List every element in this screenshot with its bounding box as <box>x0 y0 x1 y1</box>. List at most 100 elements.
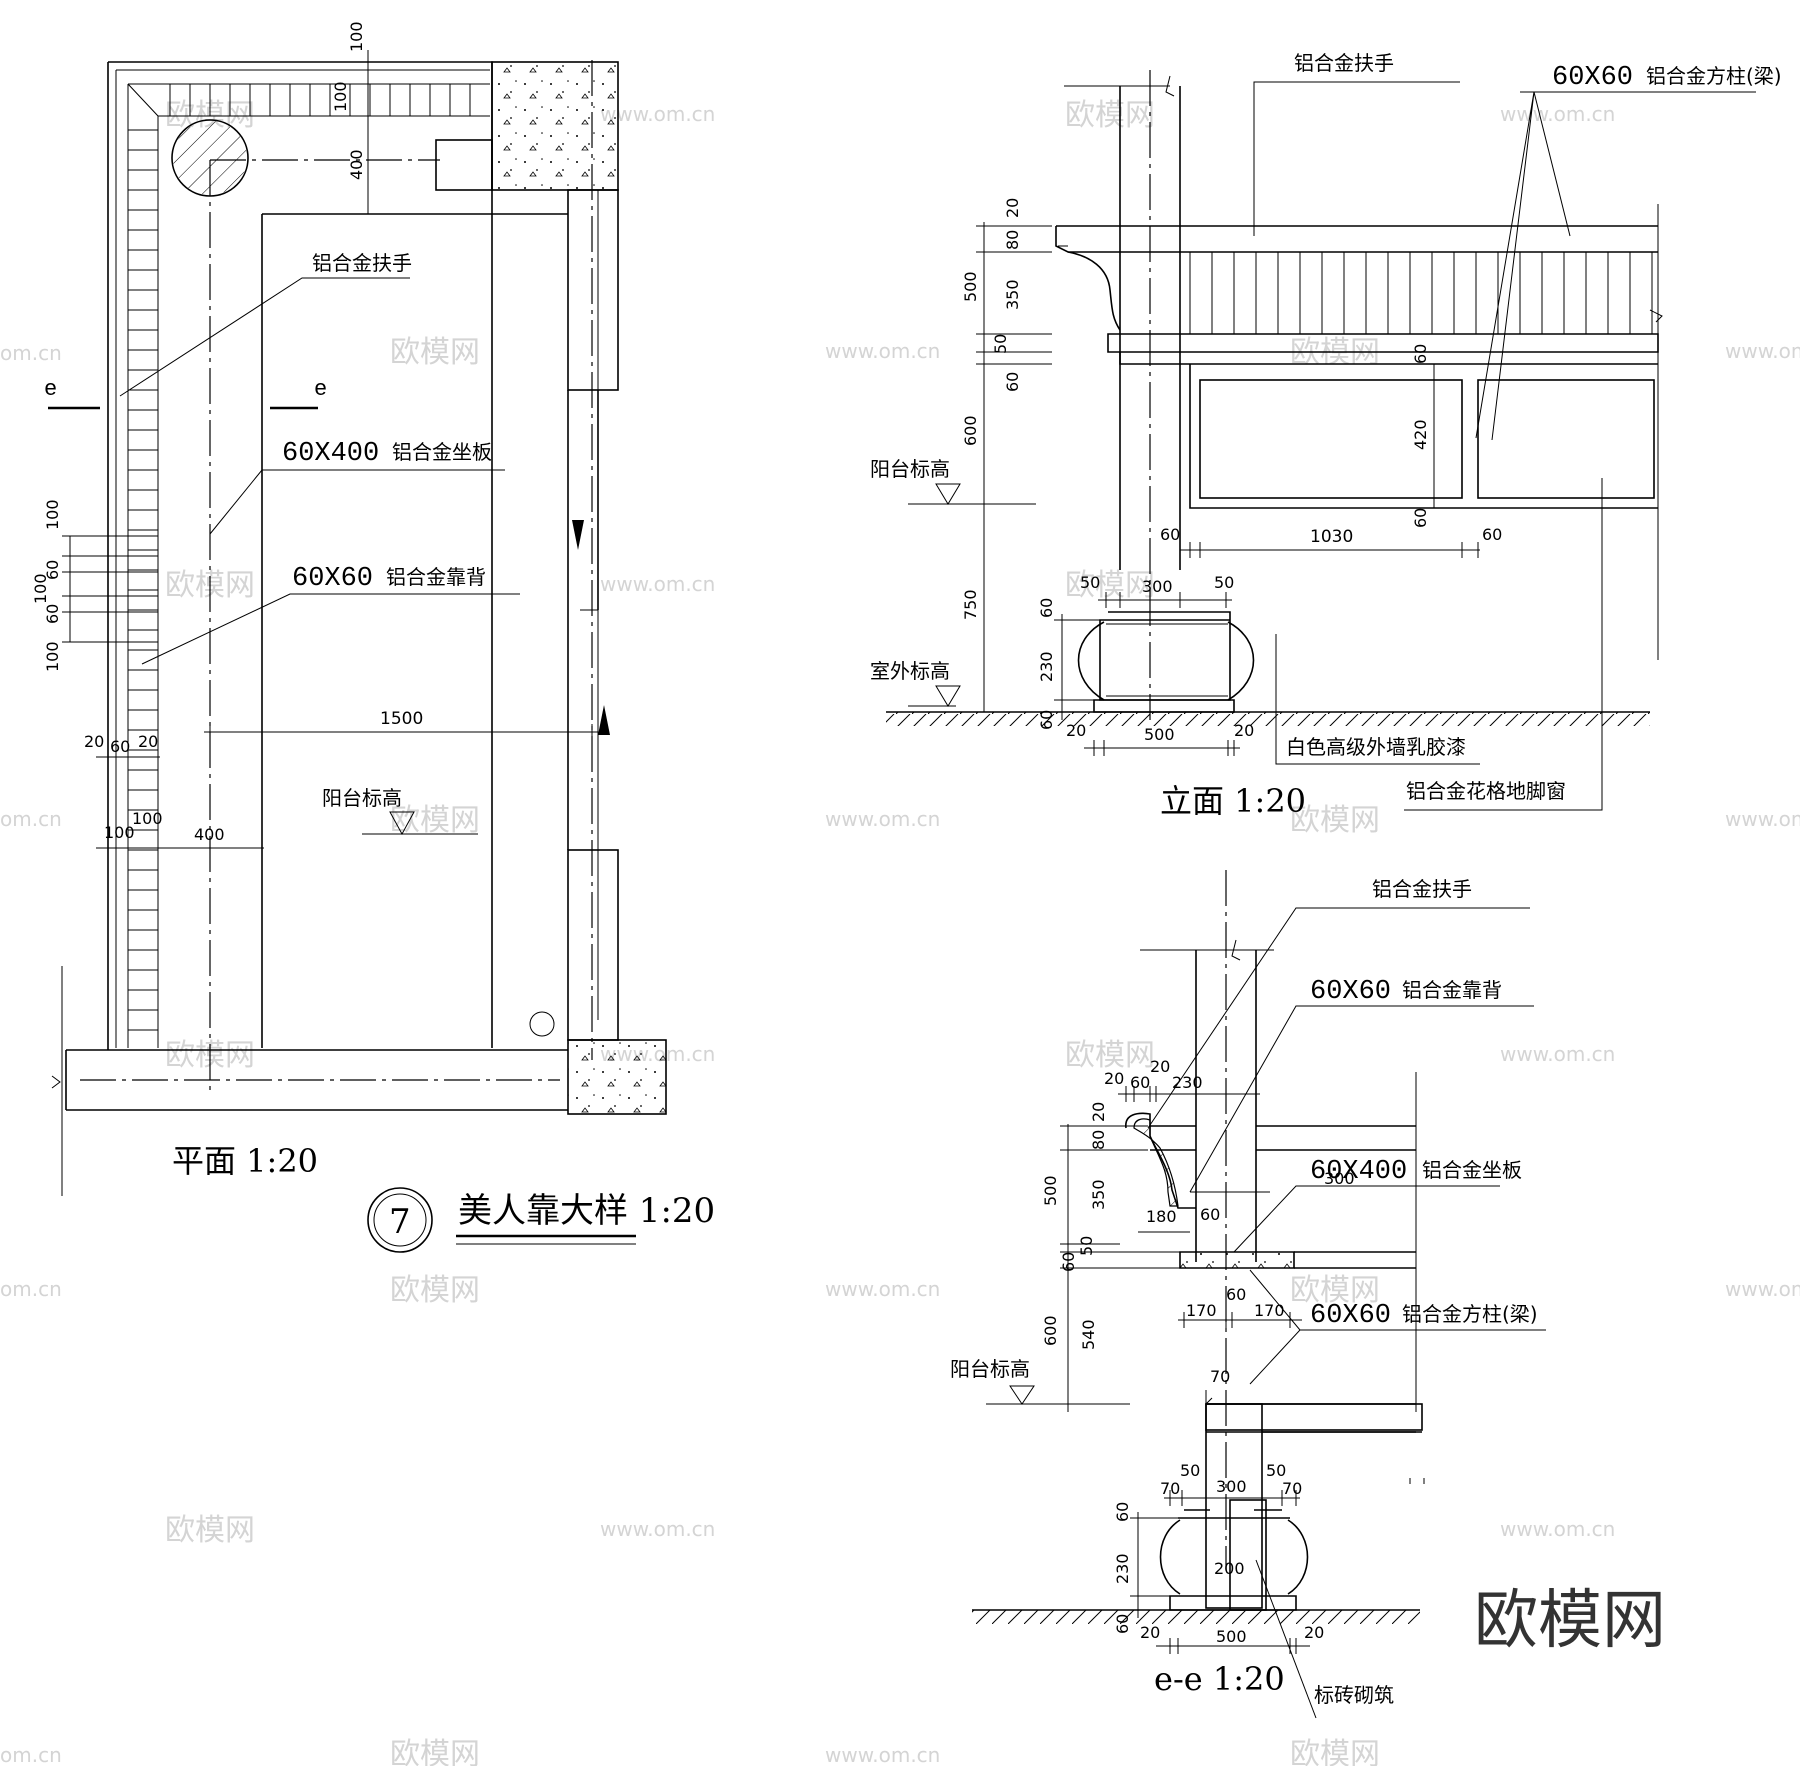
watermark-brand: 欧模网 <box>390 1273 480 1308</box>
dim-text: 300 <box>1216 1477 1247 1496</box>
brand-logo: 欧模网 <box>1474 1584 1666 1658</box>
watermark-domain: www.om.cn <box>1725 339 1800 363</box>
dim-text: 60 <box>1411 508 1430 528</box>
dim-text: 80 <box>1003 230 1022 250</box>
dim-text: 50 <box>1080 573 1100 592</box>
watermark-domain: om.cn <box>0 1277 62 1301</box>
elev-window-label: 铝合金花格地脚窗 <box>1406 779 1566 803</box>
dim-text: 100 <box>43 499 62 530</box>
watermark-brand: 欧模网 <box>1290 803 1380 838</box>
dim-text: 200 <box>1214 1559 1245 1578</box>
dim-text: 60 <box>1226 1285 1246 1304</box>
dim-text: 50 <box>1214 573 1234 592</box>
watermark-layer: 欧模网 www.om.cn 欧模网 www.om.cn om.cn 欧模网 ww… <box>0 98 1800 1766</box>
elevation-back-slats <box>1189 252 1653 334</box>
watermark-domain: www.om.cn <box>825 807 940 831</box>
dim-text: 70 <box>1210 1367 1230 1386</box>
section-column-label: 铝合金方柱(梁) <box>1402 1302 1538 1326</box>
dim-text: 60 <box>1113 1502 1132 1522</box>
plan-back-label: 铝合金靠背 <box>386 565 486 589</box>
watermark-domain: www.om.cn <box>825 339 940 363</box>
dim-text: 20 <box>1089 1102 1108 1122</box>
dim-text: 60 <box>110 737 130 756</box>
dim-text: 170 <box>1254 1301 1285 1320</box>
dim-text: 60 <box>1037 598 1056 618</box>
dim-text: 230 <box>1113 1553 1132 1584</box>
dim-text: 100 <box>43 641 62 672</box>
dim-text: 100 <box>104 823 135 842</box>
watermark-domain: www.om.cn <box>1725 1277 1800 1301</box>
dim-text: 50 <box>1266 1461 1286 1480</box>
detail-title: 7 美人靠大样 1:20 <box>367 1187 715 1253</box>
section-level-label: 阳台标高 <box>950 1357 1030 1381</box>
dim-text: 60 <box>1037 710 1056 730</box>
watermark-brand: 欧模网 <box>1065 98 1155 133</box>
dim-text: 400 <box>194 825 225 844</box>
section-back-size: 60X60 <box>1310 977 1391 1007</box>
dim-text: 60 <box>1160 525 1180 544</box>
section-view: 阳台标高 20 60 20 230 20 80 500 350 50 60 60… <box>950 870 1546 1719</box>
dim-text: 20 <box>1234 721 1254 740</box>
dim-text: 60 <box>43 560 62 580</box>
section-seat-size: 60X400 <box>1310 1157 1407 1187</box>
right-wall-lower <box>567 849 619 1041</box>
watermark-domain: www.om.cn <box>1500 102 1615 126</box>
dim-text: 170 <box>1186 1301 1217 1320</box>
dim-text: 100 <box>347 21 366 52</box>
watermark-domain: om.cn <box>0 807 62 831</box>
dim-text: 50 <box>1077 1236 1096 1256</box>
right-wall-upper <box>567 189 619 391</box>
dim-text: 230 <box>1172 1073 1203 1092</box>
elev-column-size: 60X60 <box>1552 63 1633 93</box>
dim-text: 1500 <box>380 709 423 729</box>
dim-text: 20 <box>1003 198 1022 218</box>
watermark-domain: www.om.cn <box>1725 807 1800 831</box>
watermark-brand: 欧模网 <box>1065 1038 1155 1073</box>
dim-text: 500 <box>961 271 980 302</box>
section-slab <box>1205 1403 1423 1431</box>
watermark-domain: www.om.cn <box>600 572 715 596</box>
dim-text: 60 <box>1059 1252 1078 1272</box>
dim-text: 50 <box>991 334 1010 354</box>
dim-text: 70 <box>1282 1479 1302 1498</box>
dim-text: 350 <box>1003 279 1022 310</box>
elev-column-label: 铝合金方柱(梁) <box>1646 64 1782 88</box>
plan-left-slats <box>128 129 158 1031</box>
watermark-brand: 欧模网 <box>1290 1273 1380 1308</box>
dim-text: 500 <box>1144 725 1175 744</box>
dim-text: 20 <box>1104 1069 1124 1088</box>
elev-paint-label: 白色高级外墙乳胶漆 <box>1286 735 1466 759</box>
watermark-domain: www.om.cn <box>600 102 715 126</box>
dim-text: 60 <box>1130 1073 1150 1092</box>
dim-text: 60 <box>1003 372 1022 392</box>
dim-text: 60 <box>43 604 62 624</box>
dim-text: 420 <box>1411 419 1430 450</box>
dim-text: 70 <box>1160 1479 1180 1498</box>
section-seat-label: 铝合金坐板 <box>1422 1158 1522 1182</box>
dim-text: 600 <box>961 415 980 446</box>
elevation-title: 立面 1:20 <box>1160 782 1306 820</box>
watermark-domain: www.om.cn <box>600 1517 715 1541</box>
plan-seat-size: 60X400 <box>282 439 379 469</box>
plan-title: 平面 1:20 <box>172 1142 318 1180</box>
plan-seat-label: 铝合金坐板 <box>392 440 492 464</box>
watermark-domain: om.cn <box>0 1743 62 1766</box>
dim-text: 540 <box>1079 1319 1098 1350</box>
dim-text: 300 <box>1324 1169 1355 1188</box>
watermark-domain: www.om.cn <box>825 1277 940 1301</box>
dim-text: 100 <box>31 573 50 604</box>
elev-outdoor-level-label: 室外标高 <box>870 659 950 683</box>
dim-text: 60 <box>1482 525 1502 544</box>
watermark-brand: 欧模网 <box>390 1737 480 1766</box>
dim-text: 60 <box>1113 1614 1132 1634</box>
dim-text: 20 <box>1140 1623 1160 1642</box>
section-column-size: 60X60 <box>1310 1301 1391 1331</box>
watermark-domain: www.om.cn <box>1500 1517 1615 1541</box>
dim-text: 350 <box>1089 1179 1108 1210</box>
detail-number: 7 <box>389 1202 411 1242</box>
plan-view: e e 100 100 400 100 60 100 60 100 20 60 … <box>31 21 667 1196</box>
dim-text: 100 <box>132 809 163 828</box>
dim-text: 500 <box>1216 1627 1247 1646</box>
dim-text: 1030 <box>1310 527 1353 547</box>
